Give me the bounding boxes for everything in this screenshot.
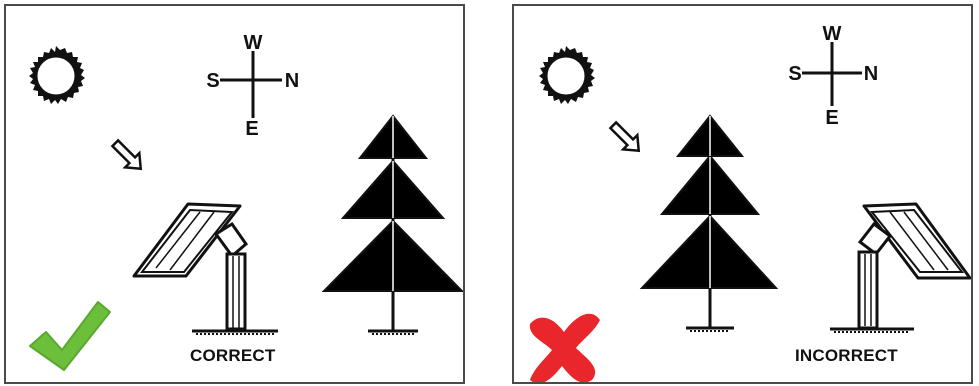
compass-west-label: W xyxy=(244,32,263,54)
panel-incorrect: W S N E xyxy=(512,4,973,384)
compass-south-label: S xyxy=(206,70,219,92)
sun-icon xyxy=(539,46,595,104)
caption-correct: CORRECT xyxy=(190,346,275,366)
panel-correct: W S N E xyxy=(4,4,465,384)
compass-rose xyxy=(220,51,282,118)
compass-east-label: E xyxy=(825,107,838,129)
tree-icon xyxy=(324,116,462,334)
sun-icon xyxy=(29,46,85,104)
caption-incorrect: INCORRECT xyxy=(795,346,898,366)
compass-north-label: N xyxy=(285,70,299,92)
cross-icon xyxy=(530,314,600,384)
sunlight-arrow-icon xyxy=(606,118,646,158)
compass-west-label: W xyxy=(823,23,842,45)
compass-east-label: E xyxy=(245,118,258,140)
incorrect-illustration: W S N E xyxy=(514,6,973,384)
sunlight-arrow-icon xyxy=(108,136,148,176)
solar-panel xyxy=(134,204,278,334)
compass-rose xyxy=(802,42,862,106)
solar-panel xyxy=(830,204,970,332)
compass-north-label: N xyxy=(864,63,878,85)
check-icon xyxy=(30,302,110,370)
tree-icon xyxy=(642,116,776,331)
compass-south-label: S xyxy=(788,63,801,85)
correct-illustration: W S N E xyxy=(6,6,465,384)
